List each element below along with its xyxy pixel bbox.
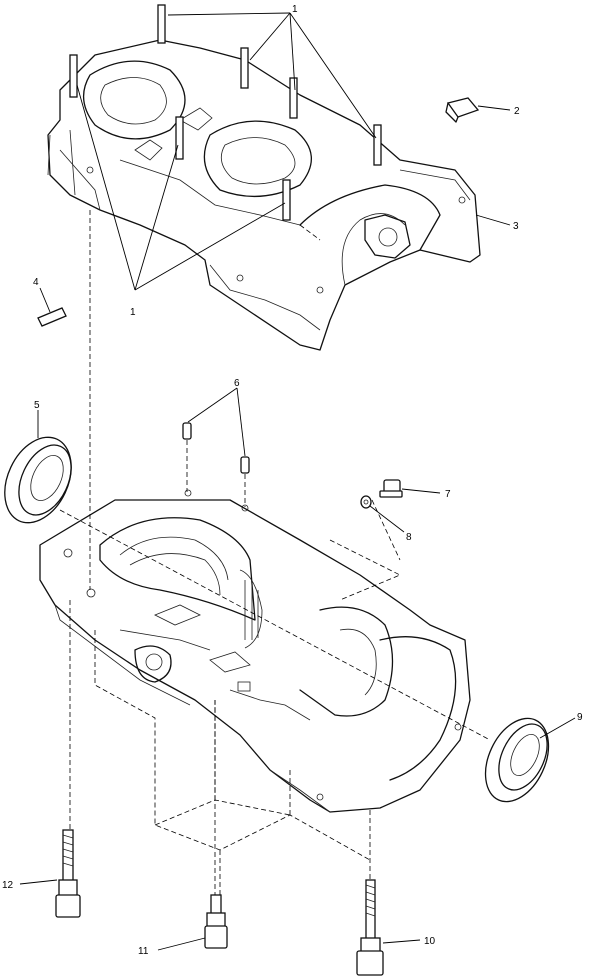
part-8-washer — [360, 495, 372, 509]
callout-8: 8 — [406, 532, 412, 543]
lower-crankcase — [39, 489, 471, 813]
leader-lines — [19, 12, 576, 951]
assembly-lines — [59, 210, 491, 895]
callout-12: 12 — [2, 880, 14, 891]
part-7-plug — [379, 479, 403, 498]
callout-10: 10 — [424, 936, 436, 947]
callout-6: 6 — [234, 378, 240, 389]
callout-1-top: 1 — [292, 4, 298, 15]
part-9-oil-seal — [484, 717, 550, 803]
upper-crankcase — [47, 39, 481, 351]
part-4-dowel — [37, 307, 67, 327]
callout-2: 2 — [514, 106, 520, 117]
callout-9: 9 — [577, 712, 583, 723]
cylinder-studs — [69, 4, 382, 221]
part-6-dowel-pins — [182, 422, 250, 474]
part-10-bolt — [356, 879, 384, 976]
part-12-bolt — [55, 829, 81, 918]
part-2-plug — [445, 97, 480, 123]
callout-labels: 1 1 2 3 4 5 6 7 8 9 10 11 12 — [2, 4, 583, 957]
callout-4: 4 — [33, 277, 39, 288]
part-5-oil-seal — [4, 436, 72, 524]
part-11-bolt — [204, 894, 228, 949]
callout-1-bottom: 1 — [130, 307, 136, 318]
callout-11: 11 — [138, 946, 149, 957]
callout-3: 3 — [513, 221, 519, 232]
callout-7: 7 — [445, 489, 451, 500]
callout-5: 5 — [34, 400, 40, 411]
